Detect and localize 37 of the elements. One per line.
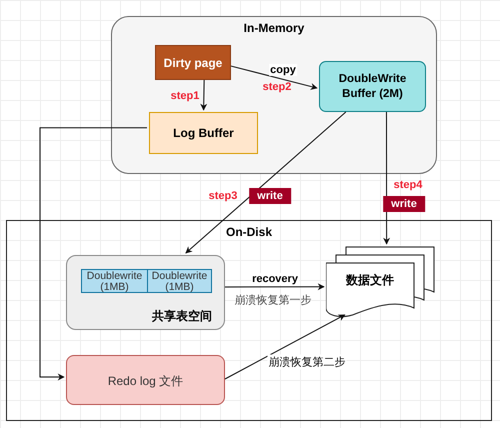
note-text: 崩溃恢复第一步 [234, 294, 312, 308]
node-label: Doublewrite (1MB) [86, 271, 144, 293]
file-box [66, 355, 225, 405]
arrow [40, 127, 148, 380]
node-label: Doublewrite (1MB) [150, 271, 208, 293]
edge-label: 崩溃恢复第二步 [268, 354, 346, 370]
step-label: step1 [170, 90, 200, 102]
memory-region [111, 16, 437, 174]
process-box [155, 45, 231, 80]
step-label: step4 [394, 179, 422, 191]
arrow [383, 112, 390, 245]
node-label: 共享表空间 [152, 308, 212, 325]
node-label: Log Buffer [172, 126, 235, 140]
arrow [224, 314, 346, 380]
arrow [224, 283, 325, 290]
disk-region [6, 220, 492, 421]
buffer-cell [81, 269, 148, 293]
node-label: Redo log 文件 [106, 373, 184, 390]
edge-label-tag: write [383, 196, 425, 212]
node-label: 数据文件 [344, 272, 395, 289]
storage-box [66, 255, 225, 330]
node-label: DoubleWrite Buffer (2M) [338, 72, 408, 102]
buffer-cell [148, 269, 212, 293]
edge-label: recovery [251, 273, 299, 285]
node-label: Dirty page [162, 56, 224, 70]
region-title: On-Disk [224, 225, 273, 239]
step-label: step2 [262, 81, 292, 93]
region-title: In-Memory [242, 21, 306, 35]
process-box [149, 112, 258, 154]
edge-label: copy [269, 64, 297, 76]
document-stack [326, 246, 436, 318]
arrow [200, 80, 208, 111]
process-box [319, 61, 426, 112]
arrow [185, 112, 346, 254]
step-label: step3 [208, 190, 238, 202]
arrow [230, 66, 318, 90]
edge-label-tag: write [249, 188, 291, 204]
